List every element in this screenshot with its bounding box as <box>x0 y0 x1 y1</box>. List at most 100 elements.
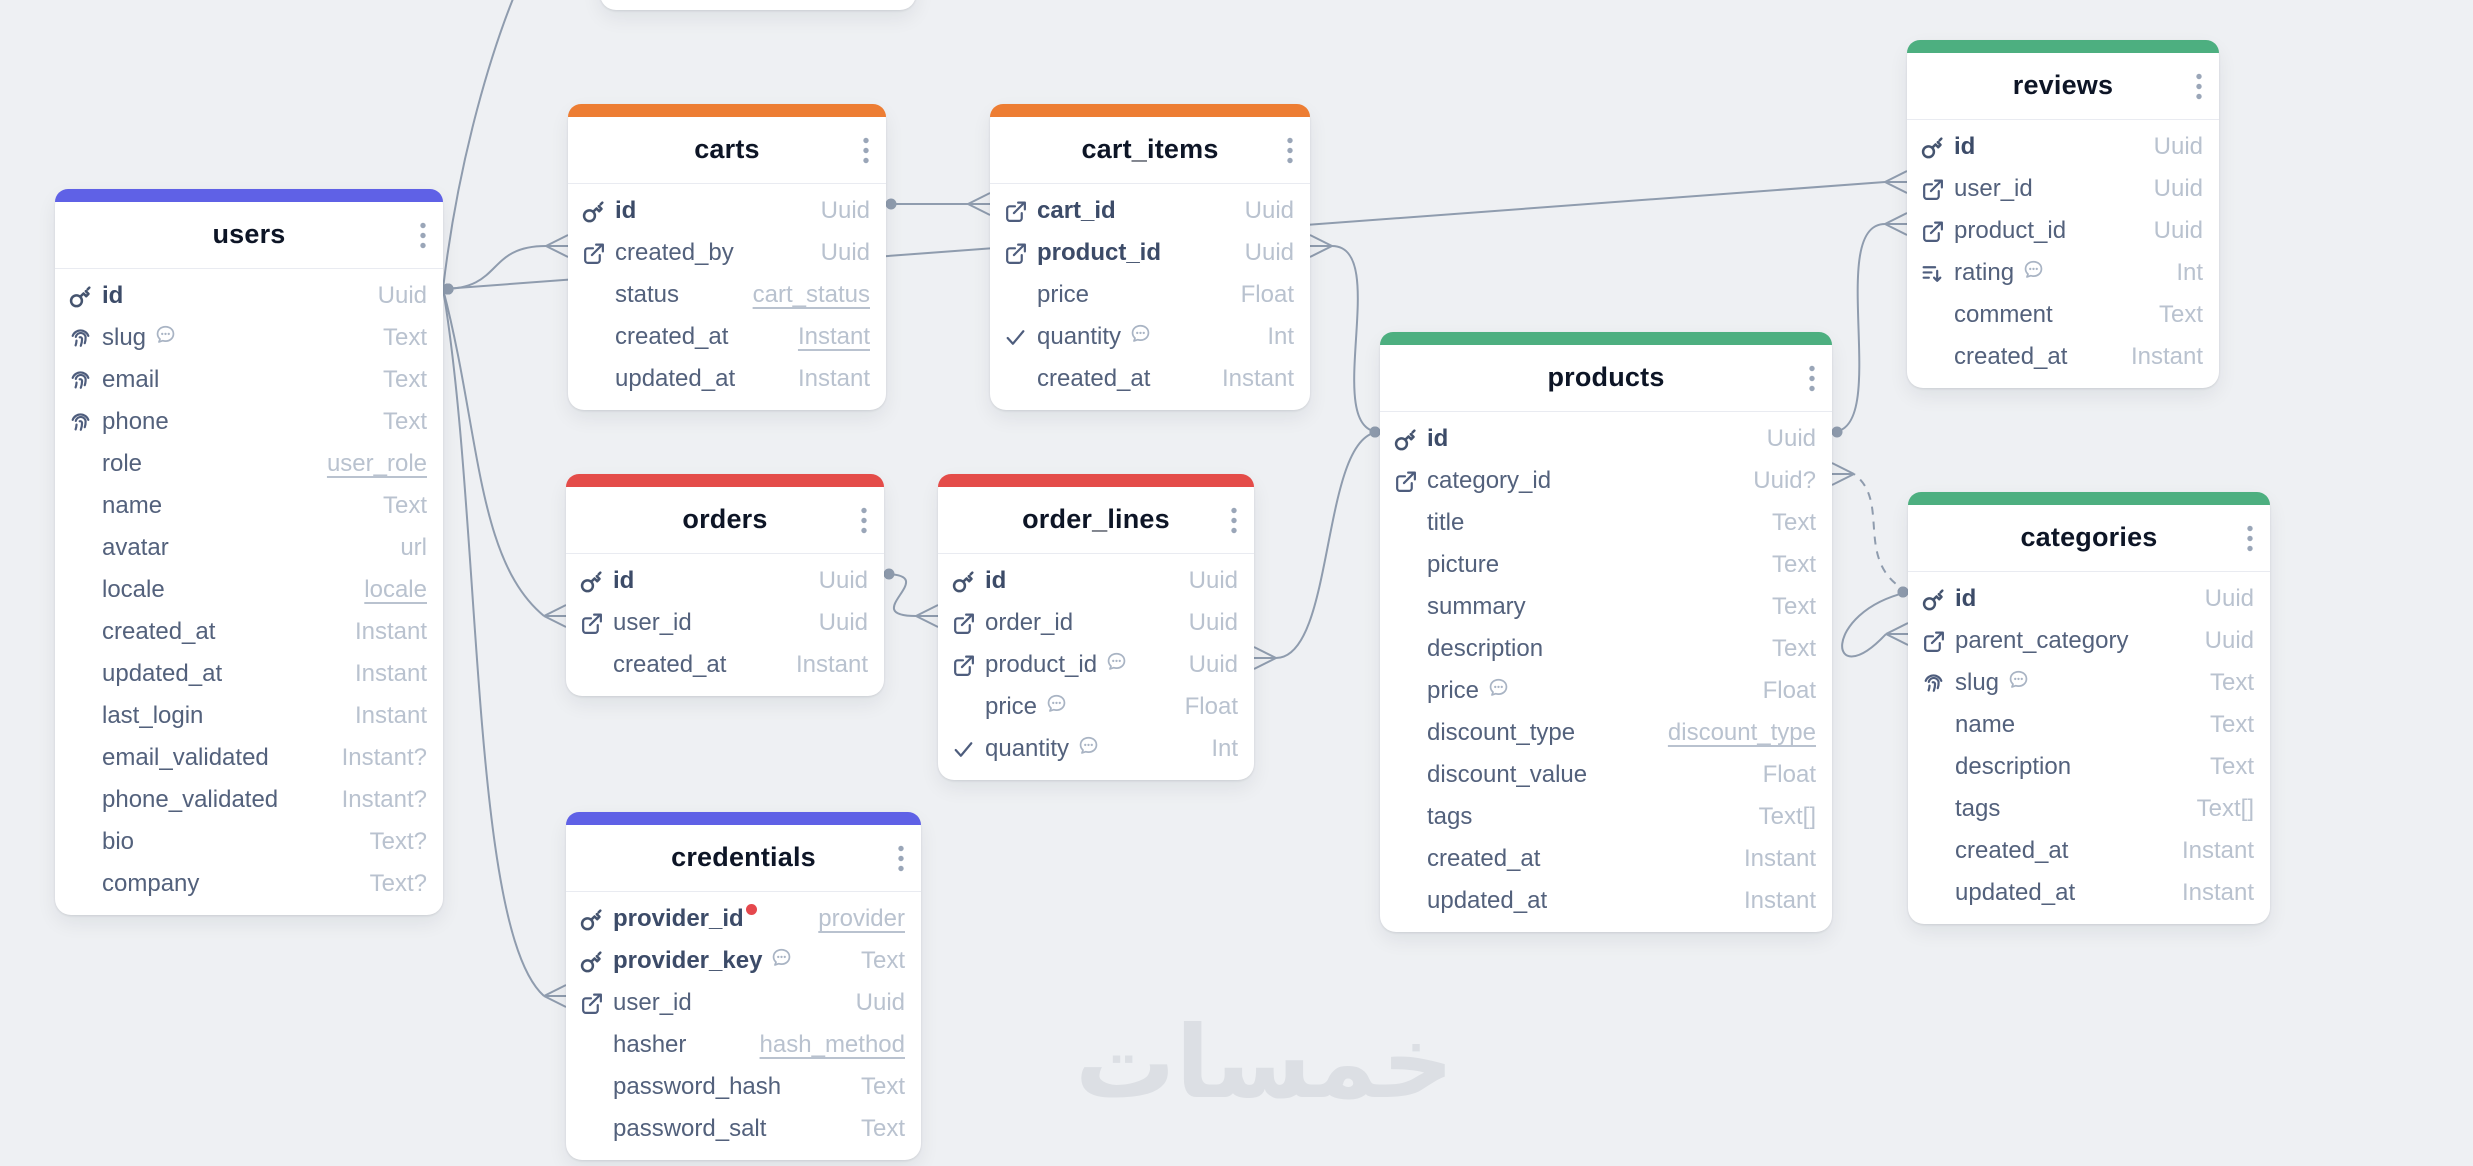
relation[interactable] <box>442 0 524 295</box>
kebab-menu-icon[interactable] <box>1286 137 1294 164</box>
relation[interactable] <box>1831 462 1909 598</box>
kebab-menu-icon[interactable] <box>419 222 427 249</box>
relation-dot <box>885 198 897 210</box>
field-type: url <box>400 534 427 561</box>
kebab-menu-icon[interactable] <box>897 845 905 872</box>
relation[interactable] <box>883 568 939 628</box>
field-name: name <box>1955 711 2016 738</box>
relation[interactable] <box>442 283 567 1008</box>
kebab-menu-icon[interactable] <box>1808 365 1816 392</box>
relation[interactable] <box>1309 234 1381 438</box>
kebab-menu-icon[interactable] <box>862 137 870 164</box>
relation[interactable] <box>885 192 991 216</box>
relation[interactable] <box>1841 586 1909 658</box>
kebab-menu-icon[interactable] <box>860 507 868 534</box>
relation[interactable] <box>442 234 569 295</box>
relation[interactable] <box>1831 212 1908 438</box>
kebab-menu-icon[interactable] <box>1230 507 1238 534</box>
kebab-menu-icon[interactable] <box>2195 73 2203 100</box>
fingerprint-icon <box>71 328 90 347</box>
relation[interactable] <box>1253 426 1381 670</box>
kebab-menu-icon[interactable] <box>2246 525 2254 552</box>
relation[interactable] <box>442 283 567 628</box>
offscreen-table[interactable] <box>600 0 916 10</box>
